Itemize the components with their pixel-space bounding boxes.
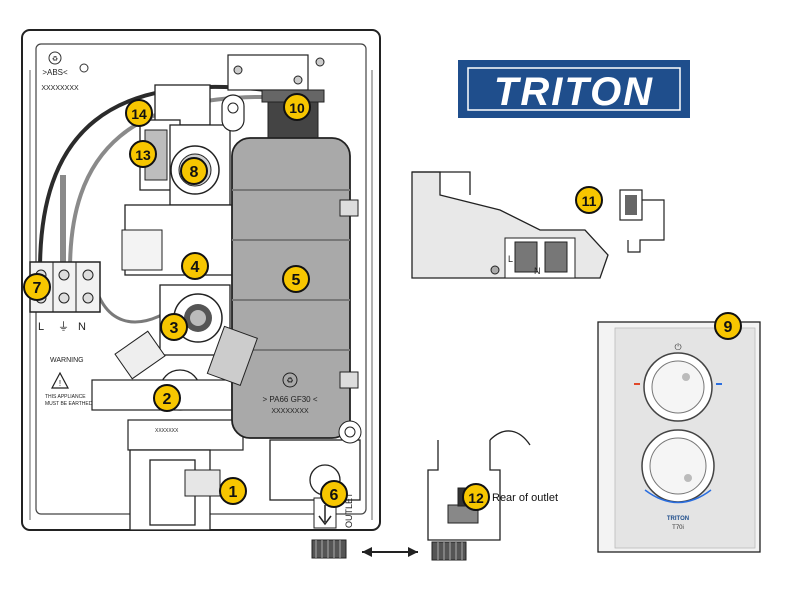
callout-13: 13 <box>129 140 157 168</box>
svg-text:!: ! <box>59 379 61 388</box>
heater-serial: XXXXXXXX <box>271 408 309 415</box>
component-inset: L N <box>411 171 665 279</box>
triton-logo: TRITON <box>458 60 690 118</box>
control-model-text: T70i <box>672 525 684 531</box>
callout-12: 12 <box>462 483 490 511</box>
callout-circle <box>320 480 348 508</box>
terminal-earth-symbol: ⏚ <box>58 320 69 333</box>
callout-circle <box>160 313 188 341</box>
callout-label: 3 <box>170 320 179 337</box>
callout-label: 6 <box>330 487 339 504</box>
callout-circle <box>282 265 310 293</box>
callout-label: 2 <box>163 391 172 408</box>
callout-label: 12 <box>468 490 484 506</box>
callout-5: 5 <box>282 265 310 293</box>
callout-3: 3 <box>160 313 188 341</box>
warning-label: WARNING ! THIS APPLIANCE MUST BE EARTHED <box>45 357 93 407</box>
abs-recycle-mark: ♻ >ABS< XXXXXXXX <box>41 51 89 92</box>
callout-label: 1 <box>229 484 238 501</box>
callout-circle <box>219 477 247 505</box>
callout-1: 1 <box>219 477 247 505</box>
callout-circle <box>714 312 742 340</box>
callout-2: 2 <box>153 384 181 412</box>
callout-11: 11 <box>575 186 603 214</box>
inset-n-label: N <box>534 266 541 276</box>
callout-circle <box>129 140 157 168</box>
callout-9: 9 <box>714 312 742 340</box>
serial-top-text: XXXXXXXX <box>41 85 79 92</box>
callout-label: 7 <box>33 280 42 297</box>
svg-text:XXXXXXX: XXXXXXX <box>155 428 179 434</box>
terminal-n-label: N <box>78 321 86 333</box>
callout-7: 7 <box>23 273 51 301</box>
warning-line2: MUST BE EARTHED <box>45 401 93 407</box>
abs-mark-text: >ABS< <box>42 68 68 77</box>
callout-14: 14 <box>125 99 153 127</box>
callout-circle <box>575 186 603 214</box>
warning-line1: THIS APPLIANCE <box>45 394 86 400</box>
callout-circle <box>180 157 208 185</box>
callout-circle <box>23 273 51 301</box>
outlet-text: OUTLET <box>344 492 354 528</box>
callout-label: 5 <box>292 272 301 289</box>
callout-circle <box>181 252 209 280</box>
rear-of-outlet-label: Rear of outlet <box>492 492 558 504</box>
callout-circle <box>125 99 153 127</box>
svg-text:♻: ♻ <box>52 56 58 63</box>
outlet-arrow-icon <box>318 505 332 526</box>
control-brand-text: TRITON <box>667 516 689 522</box>
callout-label: 11 <box>582 193 597 209</box>
callout-label: 10 <box>289 100 305 116</box>
callout-6: 6 <box>320 480 348 508</box>
inset-l-label: L <box>508 254 513 264</box>
power-icon: ⏻ <box>674 342 681 352</box>
warning-title: WARNING <box>50 357 84 364</box>
heater-mark: > PA66 GF30 < <box>263 395 318 404</box>
rear-outlet-view: Rear of outlet <box>427 430 558 561</box>
callout-label: 13 <box>135 147 151 163</box>
callout-4: 4 <box>181 252 209 280</box>
svg-text:♻: ♻ <box>286 376 293 385</box>
logo-text: TRITON <box>494 70 654 114</box>
callout-label: 8 <box>190 164 199 181</box>
callout-label: 9 <box>724 319 733 336</box>
warning-triangle-icon <box>51 371 69 389</box>
double-arrow-icon <box>362 547 418 557</box>
callout-label: 14 <box>131 106 147 122</box>
control-panel: ⏻ TRITON T70i <box>597 321 761 553</box>
callout-circle <box>153 384 181 412</box>
callout-10: 10 <box>283 93 311 121</box>
callout-circle <box>283 93 311 121</box>
callout-8: 8 <box>180 157 208 185</box>
callout-label: 4 <box>191 259 200 276</box>
outlet-assembly: OUTLET <box>269 420 362 559</box>
terminal-l-label: L <box>38 321 44 333</box>
callout-circle <box>462 483 490 511</box>
